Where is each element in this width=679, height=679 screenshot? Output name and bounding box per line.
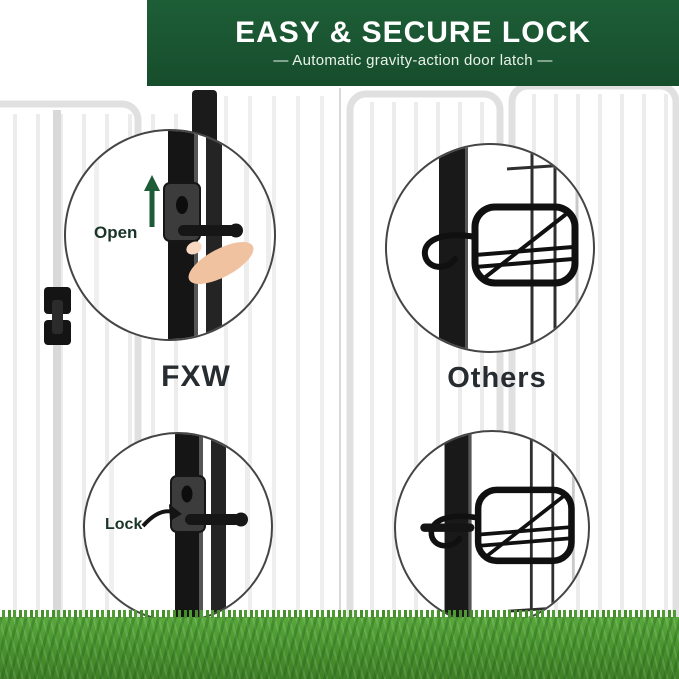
wire-latch xyxy=(428,486,575,565)
header-banner: EASY & SECURE LOCK — Automatic gravity-a… xyxy=(147,0,679,86)
fxw-open-latch-illustration xyxy=(94,131,271,339)
fxw-lock-latch-illustration xyxy=(109,434,250,620)
fxw-lock-detail-circle: Lock xyxy=(83,432,273,622)
wire-post xyxy=(439,145,468,351)
curved-arrow-icon xyxy=(141,504,182,528)
latch-pin xyxy=(420,523,475,532)
others-heading: Others xyxy=(447,362,547,394)
open-label: Open xyxy=(94,223,138,242)
page-subtitle: — Automatic gravity-action door latch — xyxy=(273,52,553,69)
fxw-open-detail-circle: Open xyxy=(64,129,276,341)
up-arrow-icon xyxy=(144,175,160,227)
grass-strip xyxy=(0,610,679,679)
column-divider xyxy=(339,88,341,620)
latch-handle xyxy=(185,512,248,527)
lock-label: Lock xyxy=(105,516,143,533)
latch-handle xyxy=(178,223,243,238)
others-latch-illustration xyxy=(421,145,593,351)
fxw-heading: FXW xyxy=(161,360,231,393)
wire-latch xyxy=(421,203,579,287)
page-title: EASY & SECURE LOCK xyxy=(235,16,591,49)
finger-pointer-icon xyxy=(186,241,254,284)
others-latch-pin-illustration xyxy=(420,432,588,624)
others-top-detail-circle xyxy=(385,143,595,353)
gate-hinge xyxy=(44,287,71,345)
others-bottom-detail-circle xyxy=(394,430,590,626)
